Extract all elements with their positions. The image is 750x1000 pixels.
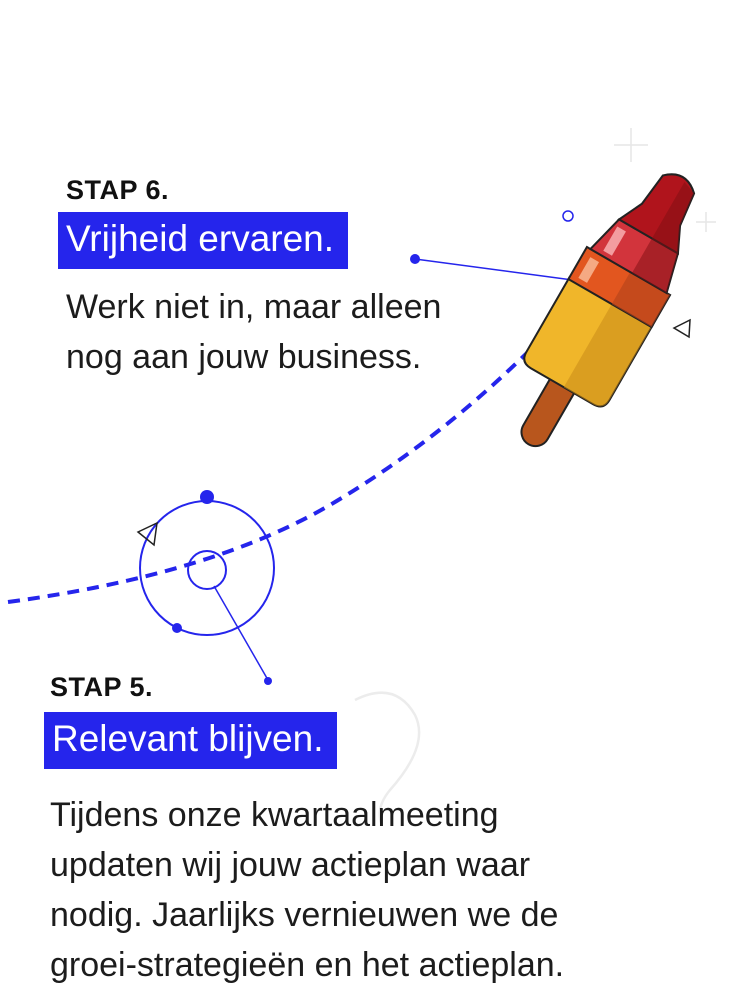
step-6-line-1: Werk niet in, maar alleen <box>66 288 442 326</box>
step-5-label: STAP 5. <box>50 672 154 702</box>
step-5-line-4: groei-strategieën en het actieplan. <box>50 946 565 984</box>
triangle-icon <box>672 318 691 339</box>
triangle-icon <box>136 521 158 547</box>
dashed-trajectory <box>7 343 537 604</box>
step-5-description: Tijdens onze kwartaalmeeting updaten wij… <box>50 790 564 990</box>
step-6-title-banner: Vrijheid ervaren. <box>58 212 349 269</box>
step-5-line-2: updaten wij jouw actieplan waar <box>50 846 531 884</box>
step-5-line-3: nodig. Jaarlijks vernieuwen we de <box>50 896 559 934</box>
sparkle-icon <box>614 128 716 232</box>
small-ring-icon <box>562 210 574 222</box>
popsicle-illustration <box>520 173 696 448</box>
step-5-title-banner: Relevant blijven. <box>44 712 338 769</box>
orbit-diagram <box>139 490 275 685</box>
faint-hook-shape <box>354 691 421 826</box>
step-6-description: Werk niet in, maar alleen nog aan jouw b… <box>66 282 441 382</box>
step-6-label: STAP 6. <box>66 175 170 205</box>
step-5-line-1: Tijdens onze kwartaalmeeting <box>50 796 499 834</box>
connector-line <box>414 258 581 282</box>
step-6-line-2: nog aan jouw business. <box>66 338 422 376</box>
